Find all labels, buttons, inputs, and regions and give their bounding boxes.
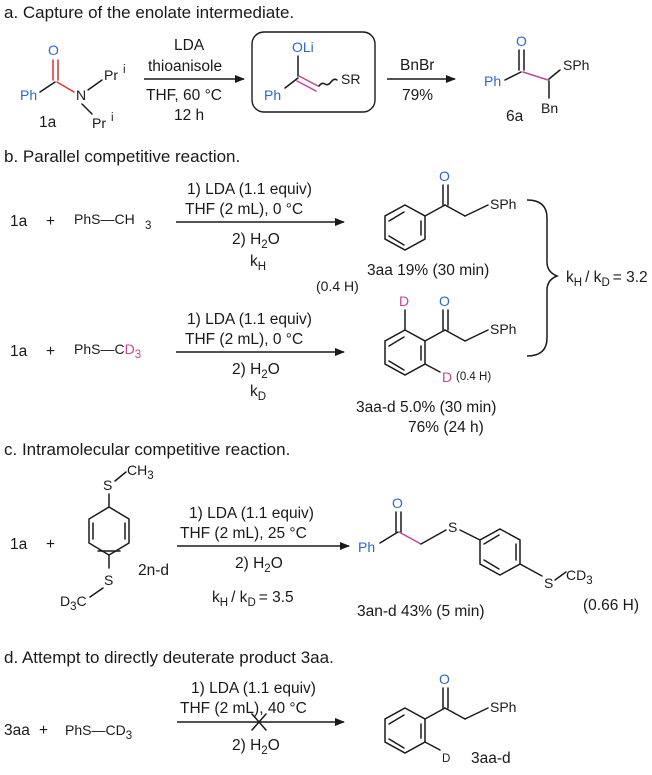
reagent-phsch3: PhS—CH <box>74 211 135 227</box>
reagent-phscd3: PhS—CD3 <box>74 341 141 361</box>
b-cond2-line3: 2) H2O <box>232 361 280 381</box>
product-3aa-d: D D (0.4 H) O SPh <box>384 293 516 385</box>
subscript-3: 3 <box>145 220 151 232</box>
6a-sph-label: SPh <box>563 57 589 73</box>
condition-temperature: THF, 60 °C <box>146 87 222 104</box>
c-cond-line1: 1) LDA (1.1 equiv) <box>189 505 314 522</box>
d3c-label: D3C <box>60 593 87 613</box>
benzene-ring <box>88 506 130 556</box>
s-label-bottom: S <box>104 572 113 588</box>
deuterium-ratio-top: (0.4 H) <box>316 278 359 294</box>
product-3aa-d-attempt: D O SPh <box>384 671 516 765</box>
6a-phenyl-label: Ph <box>484 73 501 89</box>
b-cond2-line1: 1) LDA (1.1 equiv) <box>187 311 312 328</box>
c-cond-line3: 2) H2O <box>235 555 283 575</box>
c-plus: + <box>46 536 55 553</box>
condition-time: 12 h <box>174 107 204 124</box>
3an-d-cd3-label: CD3 <box>566 567 593 587</box>
d-cond-line3: 2) H2O <box>232 737 280 757</box>
3an-d-s2-label: S <box>544 575 553 591</box>
d-reactant-3aa: 3aa <box>4 722 30 739</box>
compound-6a: O Ph SPh Bn 6a <box>484 33 589 125</box>
product-3an-d: Ph O S S CD3 <box>358 495 593 591</box>
benzene-ring <box>384 204 426 251</box>
b-kh-label: kH <box>250 253 266 273</box>
d-cond-line1: 1) LDA (1.1 equiv) <box>191 680 316 697</box>
c-cond-line2: THF (2 mL), 25 °C <box>180 525 307 542</box>
b-reactant-1a: 1a <box>10 213 28 230</box>
oxygen-label: O <box>439 293 450 309</box>
deuterium-ratio-3an-d: (0.66 H) <box>583 597 639 614</box>
deuterium-ratio-bottom: (0.4 H) <box>456 371 491 383</box>
3an-d-phenyl-label: Ph <box>358 539 375 555</box>
section-c-heading: c. Intramolecular competitive reaction. <box>4 440 290 459</box>
section-b-heading: b. Parallel competitive reaction. <box>4 147 240 166</box>
iso-superscript-1: i <box>123 64 126 76</box>
3aa-sph-label: SPh <box>490 196 516 212</box>
3an-d-s-label: S <box>448 519 457 535</box>
section-d-heading: d. Attempt to directly deuterate product… <box>4 648 334 667</box>
product-3an-d-yield: 3an-d 43% (5 min) <box>357 603 485 620</box>
d-reagent-phscd3: PhS—CD3 <box>65 722 132 742</box>
kie-ratio-b: kH/ kD= 3.2 <box>566 269 648 289</box>
label-3aa-d-attempt: 3aa-d <box>471 750 511 767</box>
3aa-d-attempt-sph-label: SPh <box>490 699 516 715</box>
oli-label: OLi <box>292 39 314 55</box>
oxygen-label: O <box>392 495 403 511</box>
oxygen-label: O <box>516 33 527 49</box>
s-label-top: S <box>103 477 112 493</box>
b-cond1-line3: 2) H2O <box>232 231 280 251</box>
c-reactant-1a: 1a <box>10 536 28 553</box>
d-plus: + <box>39 722 48 739</box>
phenyl-label: Ph <box>20 87 37 103</box>
label-2n-d: 2n-d <box>138 562 169 579</box>
oxygen-label: O <box>439 168 450 184</box>
kie-ratio-c: kH/ kD= 3.5 <box>212 589 294 609</box>
benzene-ring <box>384 707 426 754</box>
d-cond-line2: THF (2 mL), 40 °C <box>180 700 307 717</box>
enolate-intermediate: OLi Ph SR <box>264 39 360 103</box>
deuterium-label-ortho1: D <box>399 293 409 309</box>
nitrogen-label: N <box>76 87 86 103</box>
oxygen-label: O <box>439 671 450 687</box>
b-kd-label: kD <box>250 383 266 403</box>
enolate-box <box>251 31 376 113</box>
iso-superscript-2: i <box>111 112 114 124</box>
b-cond2-line2: THF (2 mL), 0 °C <box>185 331 303 348</box>
yield-6a: 79% <box>402 87 433 104</box>
isopropyl-label-2: Pr <box>92 115 106 131</box>
compound-1a: O Ph N Pr i Pr i 1a <box>20 42 126 131</box>
section-a-heading: a. Capture of the enolate intermediate. <box>4 3 294 22</box>
product-3aa-yield: 3aa 19% (30 min) <box>367 262 489 279</box>
reagent-bnbr: BnBr <box>400 57 434 74</box>
condition-lda: LDA <box>174 37 205 54</box>
ch3-label: CH3 <box>127 462 154 482</box>
isopropyl-label-1: Pr <box>104 67 118 83</box>
6a-bn-label: Bn <box>541 100 558 116</box>
3aa-d-sph-label: SPh <box>490 321 516 337</box>
product-3aa: O SPh <box>384 168 516 251</box>
sr-label: SR <box>341 71 360 87</box>
b-cond1-line1: 1) LDA (1.1 equiv) <box>187 181 312 198</box>
benzene-ring <box>384 329 426 376</box>
deuterium-label-d: D <box>442 753 450 765</box>
b-reactant-1a-2: 1a <box>10 343 28 360</box>
enolate-phenyl-label: Ph <box>264 87 281 103</box>
deuterium-label-ortho2: D <box>442 369 452 385</box>
compound-2n-d: S CH3 S D3C 2n-d <box>60 462 169 613</box>
product-3aa-d-yield-24h: 76% (24 h) <box>408 419 484 436</box>
label-1a: 1a <box>39 114 57 131</box>
b-plus-2: + <box>46 343 55 360</box>
label-6a: 6a <box>506 108 524 125</box>
b-cond1-line2: THF (2 mL), 0 °C <box>185 201 303 218</box>
oxygen-label: O <box>48 42 59 58</box>
benzene-ring <box>479 528 521 576</box>
condition-thioanisole: thioanisole <box>148 58 222 75</box>
b-plus-1: + <box>46 213 55 230</box>
comparison-brace <box>526 199 560 357</box>
product-3aa-d-yield: 3aa-d 5.0% (30 min) <box>356 399 496 416</box>
